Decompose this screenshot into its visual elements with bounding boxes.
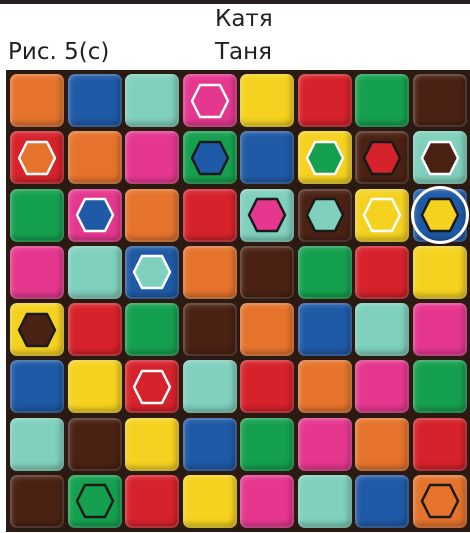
tile-r4-c4-orange[interactable]: [183, 246, 237, 299]
tile-r2-c3-pink[interactable]: [125, 131, 179, 184]
tile-r7-c4-blue[interactable]: [183, 418, 237, 471]
hexagon-token-teal[interactable]: [305, 197, 345, 233]
hexagon-token-orange[interactable]: [420, 483, 460, 519]
tile-r6-c5-red[interactable]: [240, 360, 294, 413]
tile-r1-c2-blue[interactable]: [68, 74, 122, 127]
hexagon-token-green[interactable]: [75, 483, 115, 519]
tile-r1-c5-yellow[interactable]: [240, 74, 294, 127]
tile-r7-c5-green[interactable]: [240, 418, 294, 471]
hexagon-token-pink[interactable]: [190, 83, 230, 119]
tile-r5-c5-orange[interactable]: [240, 303, 294, 356]
tile-r4-c8-yellow[interactable]: [413, 246, 467, 299]
tile-r5-c8-pink[interactable]: [413, 303, 467, 356]
tile-r7-c2-brown[interactable]: [68, 418, 122, 471]
tile-r5-c4-brown[interactable]: [183, 303, 237, 356]
hexagon-token-blue[interactable]: [190, 140, 230, 176]
tile-r8-c6-teal[interactable]: [298, 475, 352, 528]
tile-r7-c8-red[interactable]: [413, 418, 467, 471]
player-bottom-label: Таня: [215, 41, 272, 64]
tile-r3-c3-orange[interactable]: [125, 189, 179, 242]
tile-r5-c6-blue[interactable]: [298, 303, 352, 356]
tile-r3-c4-red[interactable]: [183, 189, 237, 242]
tile-r6-c4-teal[interactable]: [183, 360, 237, 413]
tile-r6-c2-yellow[interactable]: [68, 360, 122, 413]
tile-r8-c5-pink[interactable]: [240, 475, 294, 528]
tile-r6-c7-pink[interactable]: [355, 360, 409, 413]
hexagon-token-brown[interactable]: [420, 140, 460, 176]
tile-r4-c1-pink[interactable]: [10, 246, 64, 299]
tile-r4-c2-teal[interactable]: [68, 246, 122, 299]
tile-r4-c6-green[interactable]: [298, 246, 352, 299]
figure-caption: Рис. 5(с): [8, 41, 109, 64]
tile-r6-c6-orange[interactable]: [298, 360, 352, 413]
tile-r5-c7-teal[interactable]: [355, 303, 409, 356]
player-top-label: Катя: [215, 8, 273, 31]
tile-r6-c8-green[interactable]: [413, 360, 467, 413]
tile-r6-c1-blue[interactable]: [10, 360, 64, 413]
hexagon-token-green[interactable]: [305, 140, 345, 176]
tile-r8-c1-brown[interactable]: [10, 475, 64, 528]
hexagon-token-pink[interactable]: [247, 197, 287, 233]
tile-r4-c7-red[interactable]: [355, 246, 409, 299]
tile-r8-c3-red[interactable]: [125, 475, 179, 528]
tile-r1-c8-brown[interactable]: [413, 74, 467, 127]
hexagon-token-red[interactable]: [362, 140, 402, 176]
tile-r7-c3-yellow[interactable]: [125, 418, 179, 471]
hexagon-token-teal[interactable]: [132, 254, 172, 290]
hexagon-token-red[interactable]: [132, 369, 172, 405]
tile-r1-c3-teal[interactable]: [125, 74, 179, 127]
tile-r2-c5-blue[interactable]: [240, 131, 294, 184]
tile-r7-c7-orange[interactable]: [355, 418, 409, 471]
tile-r5-c2-red[interactable]: [68, 303, 122, 356]
game-board: [10, 74, 470, 532]
hexagon-token-orange[interactable]: [17, 140, 57, 176]
hexagon-token-blue[interactable]: [75, 197, 115, 233]
tile-r1-c6-red[interactable]: [298, 74, 352, 127]
hexagon-token-yellow[interactable]: [420, 197, 460, 233]
hexagon-token-yellow[interactable]: [362, 197, 402, 233]
tile-r7-c1-teal[interactable]: [10, 418, 64, 471]
tile-r5-c3-green[interactable]: [125, 303, 179, 356]
tile-r4-c5-brown[interactable]: [240, 246, 294, 299]
tile-r8-c4-yellow[interactable]: [183, 475, 237, 528]
tile-r2-c2-orange[interactable]: [68, 131, 122, 184]
tile-r7-c6-pink[interactable]: [298, 418, 352, 471]
tile-r1-c1-orange[interactable]: [10, 74, 64, 127]
tile-r1-c7-green[interactable]: [355, 74, 409, 127]
tile-r8-c7-blue[interactable]: [355, 475, 409, 528]
hexagon-token-brown[interactable]: [17, 312, 57, 348]
tile-r3-c1-green[interactable]: [10, 189, 64, 242]
top-rule: [0, 0, 470, 4]
